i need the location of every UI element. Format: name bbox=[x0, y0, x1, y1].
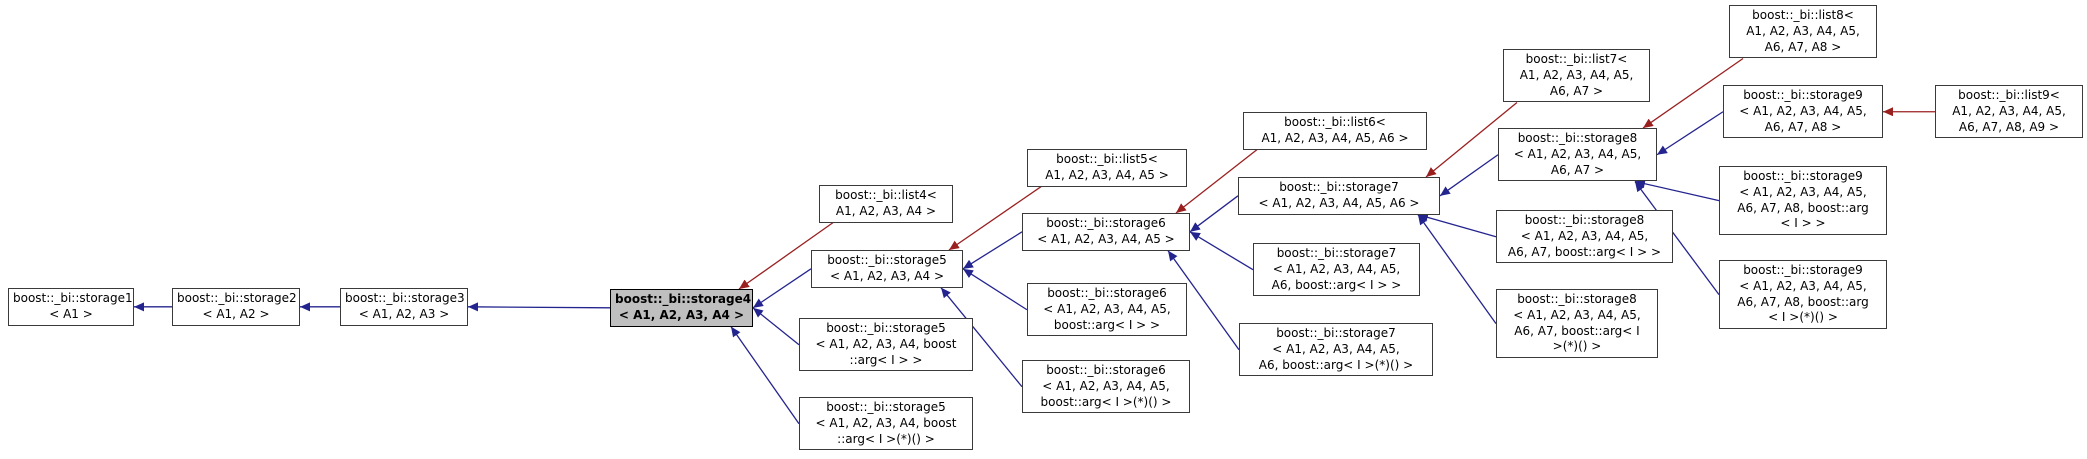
node-storage7[interactable]: boost::_bi::storage7 < A1, A2, A3, A4, A… bbox=[1238, 177, 1440, 215]
node-storage6-arg-fnptr[interactable]: boost::_bi::storage6 < A1, A2, A3, A4, A… bbox=[1022, 360, 1190, 414]
edge-storage6_arg-to-storage5 bbox=[962, 268, 1028, 311]
edge-storage7-to-storage6 bbox=[1189, 195, 1239, 233]
node-storage9[interactable]: boost::_bi::storage9 < A1, A2, A3, A4, A… bbox=[1723, 85, 1883, 139]
edge-list6-to-storage6 bbox=[1175, 149, 1258, 214]
node-storage4-current: boost::_bi::storage4 < A1, A2, A3, A4 > bbox=[610, 289, 753, 327]
edge-storage7_argfn-to-storage6 bbox=[1167, 250, 1240, 351]
node-storage8-arg[interactable]: boost::_bi::storage8 < A1, A2, A3, A4, A… bbox=[1496, 210, 1673, 264]
node-storage7-arg-fnptr[interactable]: boost::_bi::storage7 < A1, A2, A3, A4, A… bbox=[1239, 323, 1433, 377]
node-storage5-arg-fnptr[interactable]: boost::_bi::storage5 < A1, A2, A3, A4, b… bbox=[799, 397, 973, 451]
node-storage7-arg[interactable]: boost::_bi::storage7 < A1, A2, A3, A4, A… bbox=[1253, 243, 1420, 297]
node-list5[interactable]: boost::_bi::list5< A1, A2, A3, A4, A5 > bbox=[1027, 149, 1187, 187]
node-storage8[interactable]: boost::_bi::storage8 < A1, A2, A3, A4, A… bbox=[1498, 128, 1657, 182]
node-list9[interactable]: boost::_bi::list9< A1, A2, A3, A4, A5, A… bbox=[1935, 85, 2083, 139]
edge-storage6_argfn-to-storage5 bbox=[940, 287, 1023, 388]
node-list4[interactable]: boost::_bi::list4< A1, A2, A3, A4 > bbox=[819, 185, 953, 223]
node-storage9-arg-fnptr[interactable]: boost::_bi::storage9 < A1, A2, A3, A4, A… bbox=[1719, 260, 1887, 330]
edge-list5-to-storage5 bbox=[948, 186, 1042, 251]
edge-storage6-to-storage5 bbox=[962, 231, 1023, 270]
edge-storage5_arg-to-storage4 bbox=[752, 307, 800, 346]
node-storage6[interactable]: boost::_bi::storage6 < A1, A2, A3, A4, A… bbox=[1022, 213, 1190, 251]
node-storage6-arg[interactable]: boost::_bi::storage6 < A1, A2, A3, A4, A… bbox=[1027, 283, 1187, 337]
node-list7[interactable]: boost::_bi::list7< A1, A2, A3, A4, A5, A… bbox=[1503, 49, 1650, 103]
edge-storage9-to-storage8 bbox=[1656, 111, 1724, 156]
node-list6[interactable]: boost::_bi::list6< A1, A2, A3, A4, A5, A… bbox=[1243, 112, 1427, 150]
node-storage5[interactable]: boost::_bi::storage5 < A1, A2, A3, A4 > bbox=[811, 250, 963, 288]
edge-storage4-to-storage3 bbox=[467, 302, 611, 312]
edge-list4-to-storage4 bbox=[738, 222, 834, 290]
edge-storage7_arg-to-storage6 bbox=[1189, 231, 1254, 271]
edge-storage5-to-storage4 bbox=[752, 268, 812, 309]
node-storage8-arg-fnptr[interactable]: boost::_bi::storage8 < A1, A2, A3, A4, A… bbox=[1496, 289, 1658, 359]
edge-storage8-to-storage7 bbox=[1439, 154, 1499, 197]
node-storage3[interactable]: boost::_bi::storage3 < A1, A2, A3 > bbox=[340, 288, 468, 326]
edge-storage8_arg-to-storage7 bbox=[1417, 213, 1497, 238]
edge-storage9_argfn-to-storage8 bbox=[1634, 181, 1720, 296]
edge-list8-to-storage8 bbox=[1642, 57, 1744, 129]
node-storage5-arg[interactable]: boost::_bi::storage5 < A1, A2, A3, A4, b… bbox=[799, 318, 973, 372]
node-storage2[interactable]: boost::_bi::storage2 < A1, A2 > bbox=[172, 288, 300, 326]
edge-storage8_argfn-to-storage7 bbox=[1417, 214, 1497, 325]
node-storage1[interactable]: boost::_bi::storage1 < A1 > bbox=[8, 288, 134, 326]
node-list8[interactable]: boost::_bi::list8< A1, A2, A3, A4, A5, A… bbox=[1729, 5, 1877, 59]
edge-list7-to-storage7 bbox=[1425, 101, 1518, 178]
node-storage9-arg[interactable]: boost::_bi::storage9 < A1, A2, A3, A4, A… bbox=[1719, 166, 1887, 236]
edge-storage5_argfn-to-storage4 bbox=[730, 326, 800, 425]
